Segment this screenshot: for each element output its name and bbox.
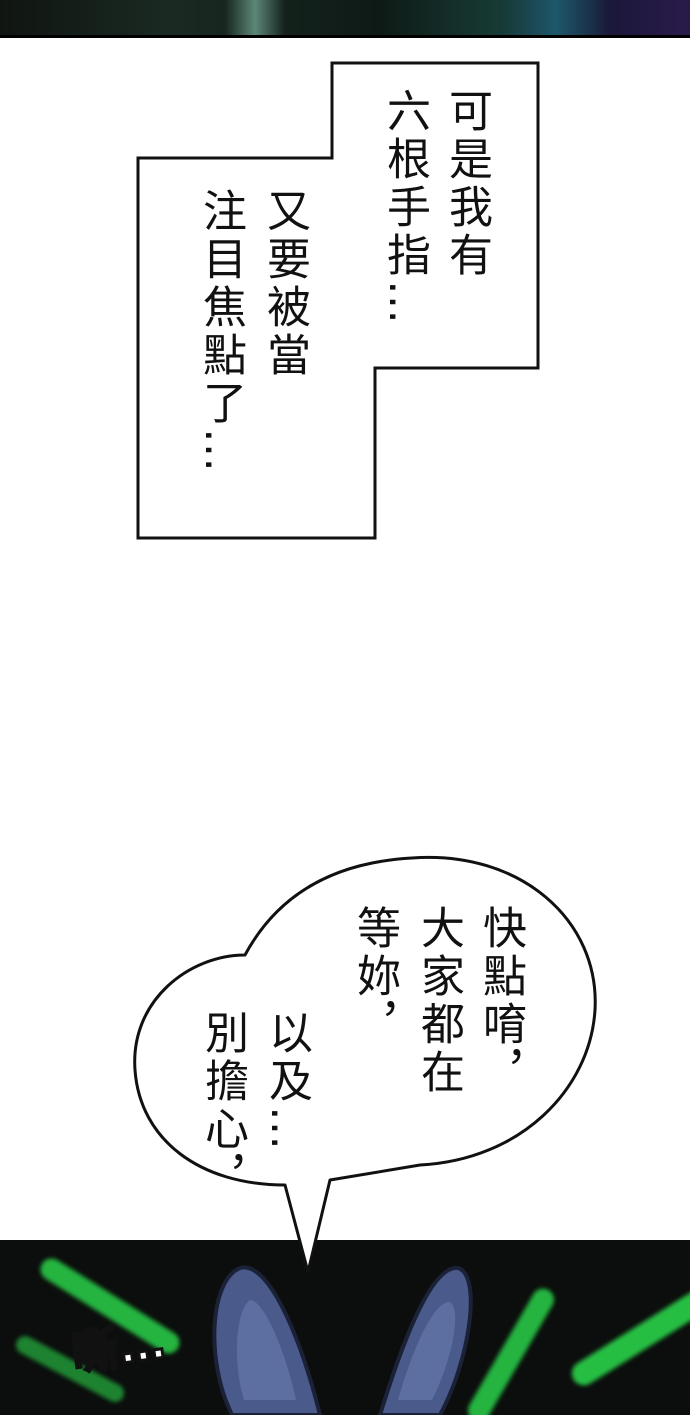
rabbit-ears <box>212 1265 473 1415</box>
top-panel-strip <box>0 0 690 38</box>
bubble-line-4: 以及… <box>261 1010 312 1154</box>
sound-effect-text: 嘶… <box>67 1313 171 1383</box>
rabbit-ear-right-inner <box>398 1301 456 1400</box>
caption-line-4: 注目焦點了… <box>195 188 246 476</box>
bubble-line-2: 大家都在 <box>413 905 464 1097</box>
bubble-line-3: 等妳， <box>349 905 400 1049</box>
caption-line-3: 又要被當 <box>259 188 310 380</box>
caption-line-1: 可是我有 <box>441 88 492 280</box>
bubble-line-1: 快點唷， <box>475 905 526 1097</box>
speech-bubble-outline <box>133 855 597 1274</box>
bottom-panel <box>0 1240 690 1415</box>
caption-line-2: 六根手指… <box>379 88 430 328</box>
caption-box <box>136 61 540 540</box>
caption-box-outline <box>136 61 540 540</box>
panel-glow <box>225 0 285 38</box>
panel-border <box>0 35 690 38</box>
speech-bubble <box>133 855 597 1274</box>
rabbit-ear-left-inner <box>236 1300 296 1400</box>
panel-glow <box>500 0 610 38</box>
bubble-line-5: 別擔心， <box>197 1010 248 1202</box>
